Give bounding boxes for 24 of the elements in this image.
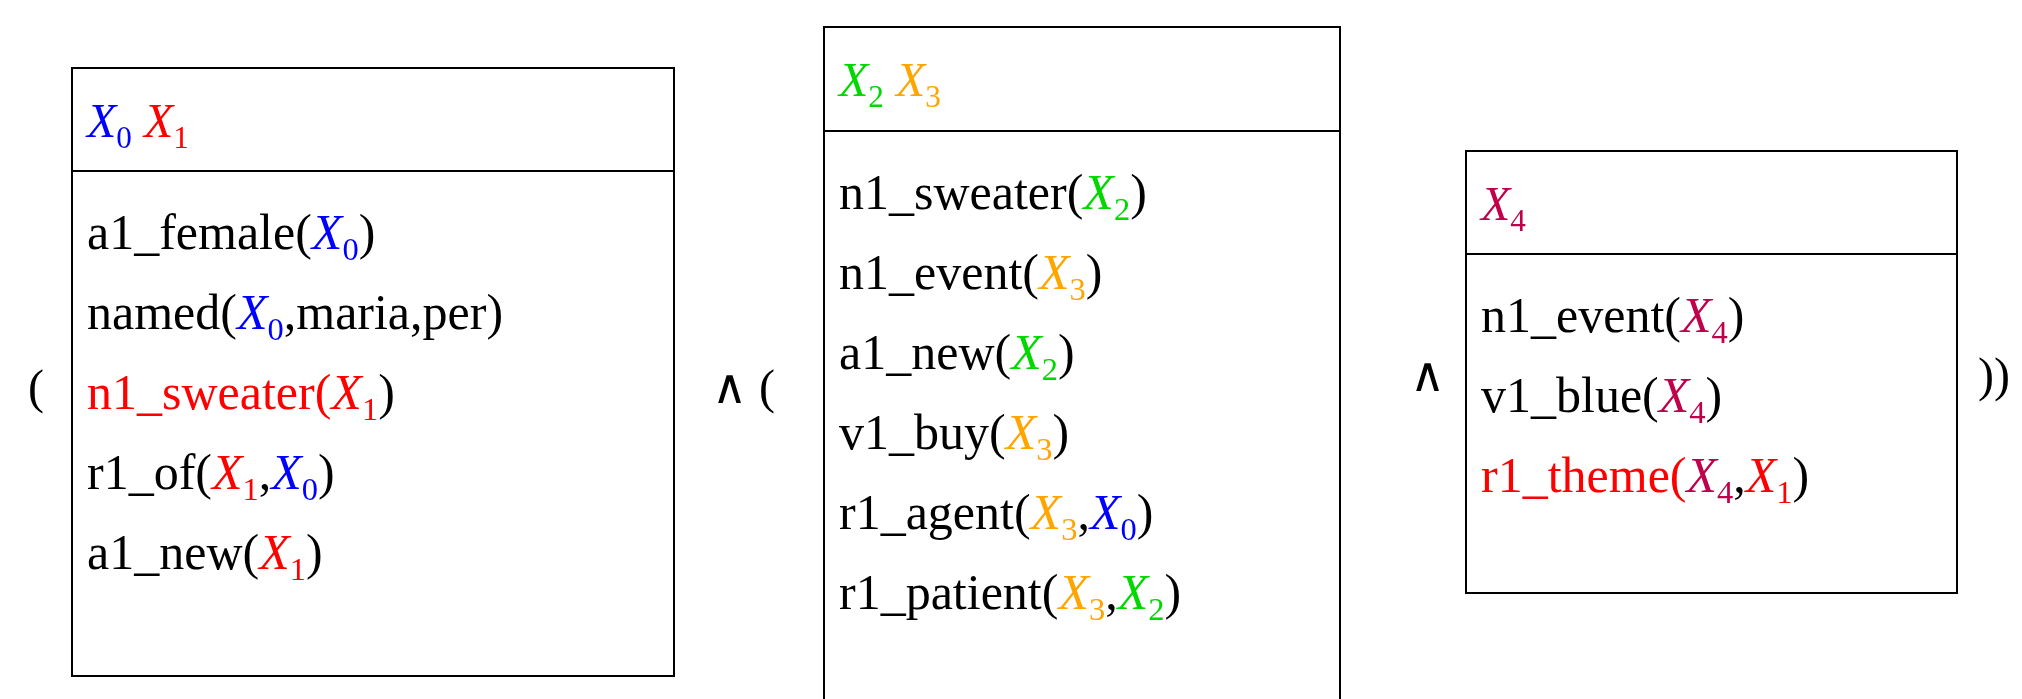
formula-symbol: ∧ (: [712, 359, 775, 416]
condition-text: a1_new(X$_{1}$): [86, 523, 324, 589]
formula-symbol: (: [28, 359, 44, 416]
drs-box: [71, 67, 675, 677]
condition-text: r1_theme(X$_{4}$,X$_{1}$): [1480, 446, 1811, 512]
condition-text: named(X$_{0}$,maria,per): [86, 283, 505, 349]
condition-text: n1_sweater(X$_{2}$): [838, 163, 1148, 229]
condition-text: v1_buy(X$_{3}$): [838, 403, 1071, 469]
condition-text: r1_agent(X$_{3}$,X$_{0}$): [838, 483, 1155, 549]
condition-text: v1_blue(X$_{4}$): [1480, 366, 1724, 432]
referent-list: X$_{0}$ X$_{1}$: [73, 69, 673, 172]
condition-text: r1_patient(X$_{3}$,X$_{2}$): [838, 563, 1183, 629]
condition-text: a1_female(X$_{0}$): [86, 203, 377, 269]
drs-box: [823, 26, 1341, 699]
referent-list: X$_{2}$ X$_{3}$: [825, 28, 1339, 132]
condition-text: n1_sweater(X$_{1}$): [86, 363, 396, 429]
referent-list: X$_{4}$: [1467, 152, 1956, 255]
formula-symbol: )): [1978, 347, 2010, 404]
condition-text: n1_event(X$_{4}$): [1480, 286, 1746, 352]
condition-text: n1_event(X$_{3}$): [838, 243, 1104, 309]
drs-box: [1465, 150, 1958, 594]
condition-text: a1_new(X$_{2}$): [838, 323, 1076, 389]
condition-text: r1_of(X$_{1}$,X$_{0}$): [86, 443, 336, 509]
formula-symbol: ∧: [1410, 347, 1445, 403]
